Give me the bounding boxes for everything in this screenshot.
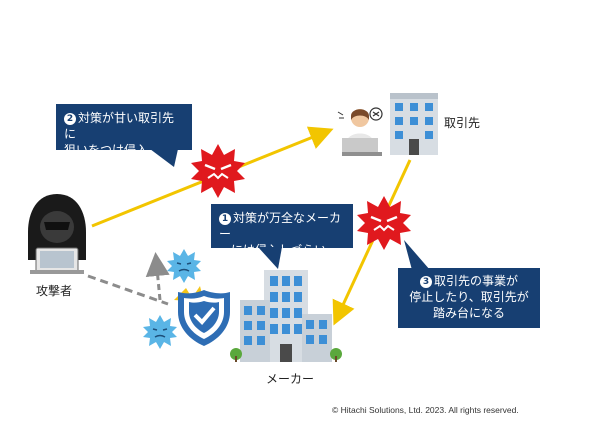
shield-icon [174, 286, 230, 346]
maker-label: メーカー [266, 372, 315, 386]
step-number-badge: 2 [64, 113, 76, 125]
partner-building-icon [390, 93, 438, 155]
callout-tail [150, 149, 178, 167]
callout-tail [258, 247, 282, 269]
arrow-deflected [145, 252, 170, 301]
blue-virus-icon [143, 315, 177, 349]
maker-building-icon [230, 270, 342, 362]
callout-tail [404, 240, 430, 270]
arrow-attacker-to-maker-blocked [87, 274, 169, 306]
copyright-notice: © Hitachi Solutions, Ltd. 2023. All righ… [332, 405, 519, 415]
hacker-icon [28, 194, 86, 274]
partner-label: 取引先 [444, 116, 481, 130]
attacker-label: 攻撃者 [36, 284, 73, 298]
office-worker-icon [337, 107, 383, 156]
red-virus-icon [357, 196, 411, 250]
step-number-badge: 1 [219, 213, 231, 225]
blue-virus-icon [167, 249, 201, 283]
red-virus-icon [191, 144, 245, 198]
step-number-badge: 3 [419, 276, 432, 288]
